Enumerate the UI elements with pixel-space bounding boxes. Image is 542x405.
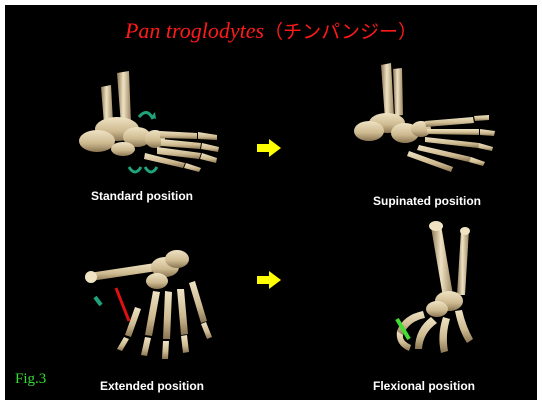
- slide: Pan troglodytes（チンパンジー）: [5, 5, 537, 400]
- foot-supinated-position: [354, 63, 495, 172]
- figure-label: Fig.3: [15, 371, 46, 388]
- caption-extended-position: Extended position: [100, 379, 204, 393]
- arrow-to-supinated: [257, 139, 281, 157]
- hand-flexional-position: [397, 221, 473, 353]
- caption-standard-position: Standard position: [91, 189, 193, 203]
- arrow-to-flexional: [257, 271, 281, 289]
- hand-extended-position: [85, 250, 212, 359]
- foot-standard-position: [79, 71, 219, 172]
- caption-supinated-position: Supinated position: [373, 194, 481, 208]
- caption-flexional-position: Flexional position: [373, 379, 475, 393]
